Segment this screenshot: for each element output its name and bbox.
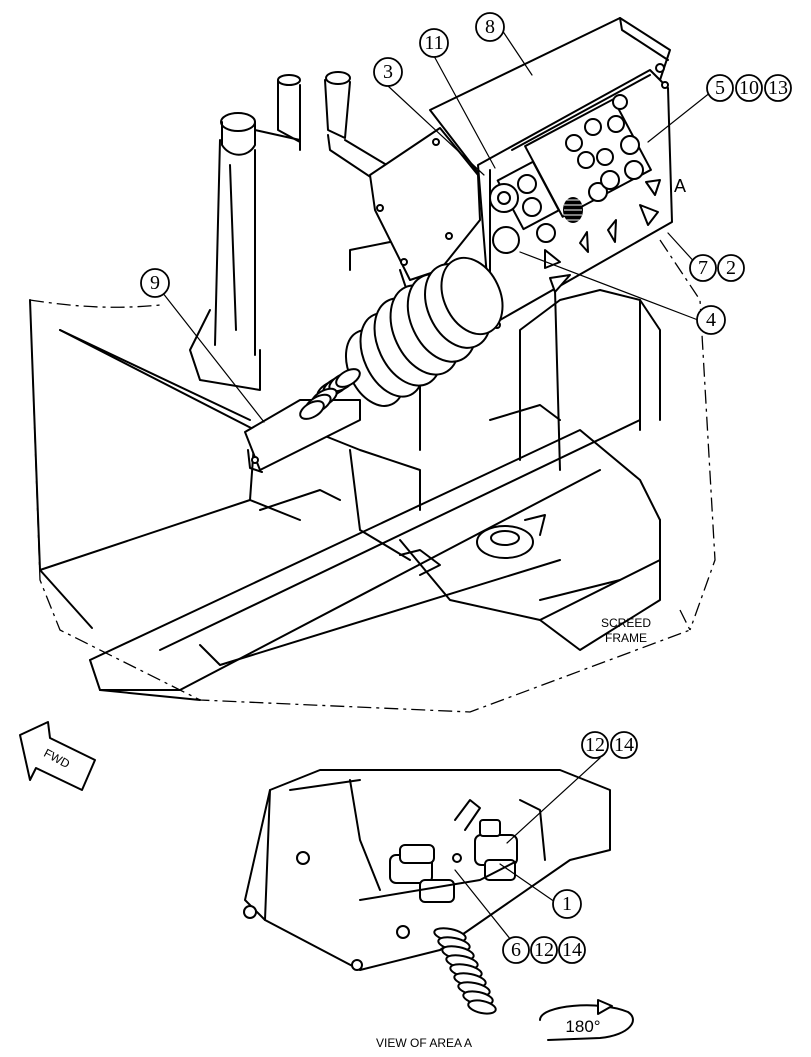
- bellows: [344, 256, 504, 407]
- callout-13: 13: [764, 74, 792, 102]
- callout-1: 1: [552, 889, 582, 919]
- callout-14-bottom: 14: [558, 936, 586, 964]
- callout-13-label: 13: [768, 77, 788, 99]
- callout-9-label: 9: [150, 272, 160, 294]
- callout-5: 5: [706, 74, 734, 102]
- spring-upper: [299, 368, 361, 420]
- area-a-marker: A: [674, 176, 686, 196]
- rotation-label: 180°: [565, 1017, 600, 1036]
- callout-3-label: 3: [383, 61, 393, 83]
- callout-12-bottom: 12: [530, 936, 558, 964]
- callout-4: 4: [696, 305, 726, 335]
- screed-frame-label-line1: SCREED: [601, 616, 651, 630]
- callout-7: 7: [689, 254, 717, 282]
- callout-10: 10: [735, 74, 763, 102]
- view-caption: VIEW OF AREA A: [376, 1036, 472, 1050]
- joystick-housing: [244, 17, 673, 473]
- callout-12-top-label: 12: [585, 734, 605, 756]
- callout-14-top: 14: [610, 731, 638, 759]
- callout-12-top: 12: [581, 731, 609, 759]
- callout-3: 3: [373, 57, 403, 87]
- callout-9: 9: [140, 268, 170, 298]
- callout-10-label: 10: [739, 77, 759, 99]
- screed-frame: [29, 239, 716, 713]
- leader-lines: [154, 26, 717, 946]
- callout-14-bottom-label: 14: [562, 939, 582, 961]
- callout-2-label: 2: [726, 257, 736, 279]
- screed-frame-label-line2: FRAME: [605, 631, 647, 645]
- callout-5-label: 5: [715, 77, 725, 99]
- callout-12-bottom-label: 12: [534, 939, 554, 961]
- callout-8: 8: [475, 12, 505, 42]
- callout-14-top-label: 14: [614, 734, 634, 756]
- callout-1-label: 1: [562, 893, 572, 915]
- support-posts: [189, 71, 396, 391]
- inset-view: [243, 769, 634, 1041]
- fwd-arrow: FWD: [19, 721, 96, 791]
- callout-4-label: 4: [706, 309, 716, 331]
- callout-6: 6: [502, 936, 530, 964]
- callout-7-label: 7: [698, 257, 708, 279]
- spring-lower: [433, 927, 497, 1015]
- callout-11: 11: [419, 28, 449, 58]
- callout-8-label: 8: [485, 16, 495, 38]
- callout-2: 2: [717, 254, 745, 282]
- callout-11-label: 11: [424, 32, 443, 54]
- callout-6-label: 6: [511, 939, 521, 961]
